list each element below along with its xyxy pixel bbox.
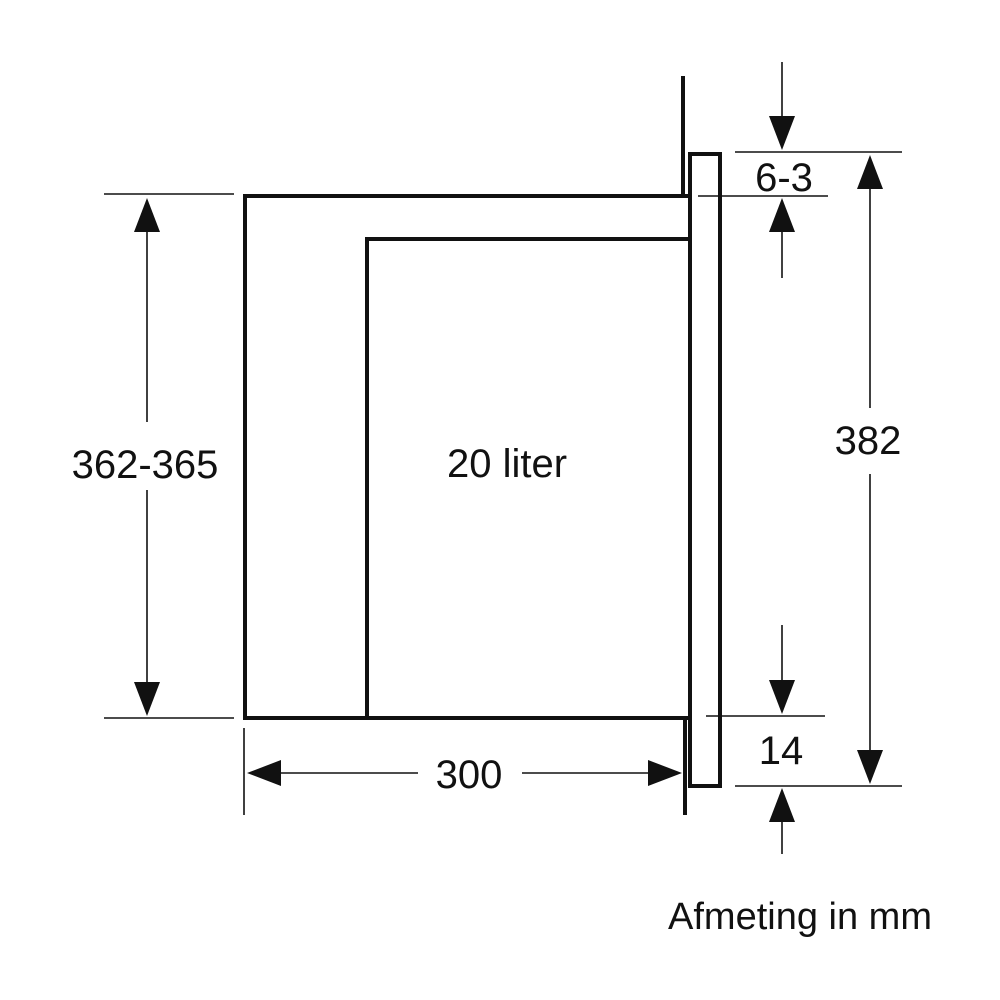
depth-label: 300 bbox=[436, 753, 503, 797]
arrowhead-right bbox=[648, 760, 682, 786]
arrowhead-up-bottom bbox=[769, 788, 795, 822]
arrowhead-up bbox=[134, 198, 160, 232]
height-niche-label: 362-365 bbox=[72, 443, 219, 487]
arrowhead-down-bottom bbox=[769, 680, 795, 714]
bottom-gap-label: 14 bbox=[759, 729, 804, 773]
dimension-top-gap: 6-3 bbox=[698, 62, 902, 278]
dimension-height-niche: 362-365 bbox=[72, 193, 234, 719]
arrowhead-up-right bbox=[857, 155, 883, 189]
arrowhead-down bbox=[134, 682, 160, 716]
inner-cavity-outline bbox=[365, 237, 692, 716]
appliance-body bbox=[243, 76, 722, 815]
dimension-bottom-gap: 14 bbox=[706, 625, 825, 854]
front-door-panel bbox=[688, 152, 722, 788]
interior-volume-label: 20 liter bbox=[447, 442, 567, 486]
top-gap-label: 6-3 bbox=[755, 156, 813, 200]
outer-housing-outline bbox=[243, 194, 692, 720]
units-caption: Afmeting in mm bbox=[668, 896, 932, 938]
dimension-depth: 300 bbox=[243, 728, 682, 815]
arrowhead-down-top bbox=[769, 116, 795, 150]
arrowhead-up-top bbox=[769, 198, 795, 232]
arrowhead-left bbox=[247, 760, 281, 786]
total-height-label: 382 bbox=[835, 419, 902, 463]
dimension-total-height: 382 bbox=[735, 155, 902, 787]
arrowhead-down-right bbox=[857, 750, 883, 784]
